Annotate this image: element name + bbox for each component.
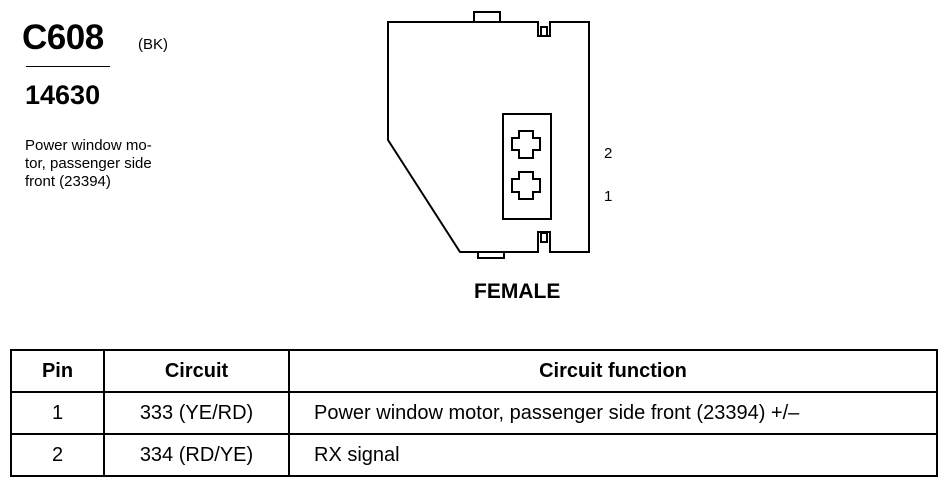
connector-id: C608	[22, 18, 104, 57]
table-row: 2 334 (RD/YE) RX signal	[10, 433, 938, 477]
top-tab	[473, 11, 501, 22]
description-line: Power window mo-	[25, 137, 152, 154]
header-pin: Pin	[10, 349, 105, 393]
cell-pin: 1	[10, 391, 105, 435]
connector-description: Power window mo- tor, passenger side fro…	[25, 137, 195, 191]
connector-body	[387, 21, 590, 253]
bottom-tab	[477, 252, 505, 259]
pin-table: Pin Circuit Circuit function 1 333 (YE/R…	[10, 349, 938, 477]
table-row: 1 333 (YE/RD) Power window motor, passen…	[10, 391, 938, 435]
cell-function: Power window motor, passenger side front…	[288, 391, 938, 435]
header-function: Circuit function	[288, 349, 938, 393]
cavity-pin-1	[511, 171, 541, 200]
cavity-pin-2	[511, 130, 541, 159]
cell-function: RX signal	[288, 433, 938, 477]
latch-slot-bottom	[540, 232, 548, 243]
cell-pin: 2	[10, 433, 105, 477]
description-line: tor, passenger side	[25, 155, 152, 172]
cell-circuit: 334 (RD/YE)	[103, 433, 290, 477]
pin-label-2: 2	[604, 145, 613, 162]
table-header-row: Pin Circuit Circuit function	[10, 349, 938, 393]
pin-label-1: 1	[604, 188, 613, 205]
latch-slot-top	[540, 26, 548, 37]
description-line: front (23394)	[25, 173, 111, 190]
gender-label: FEMALE	[474, 280, 561, 303]
cavity-box	[502, 113, 552, 220]
cell-circuit: 333 (YE/RD)	[103, 391, 290, 435]
part-number: 14630	[25, 80, 101, 110]
title-rule	[26, 66, 110, 67]
connector-color: (BK)	[138, 36, 168, 53]
header-circuit: Circuit	[103, 349, 290, 393]
